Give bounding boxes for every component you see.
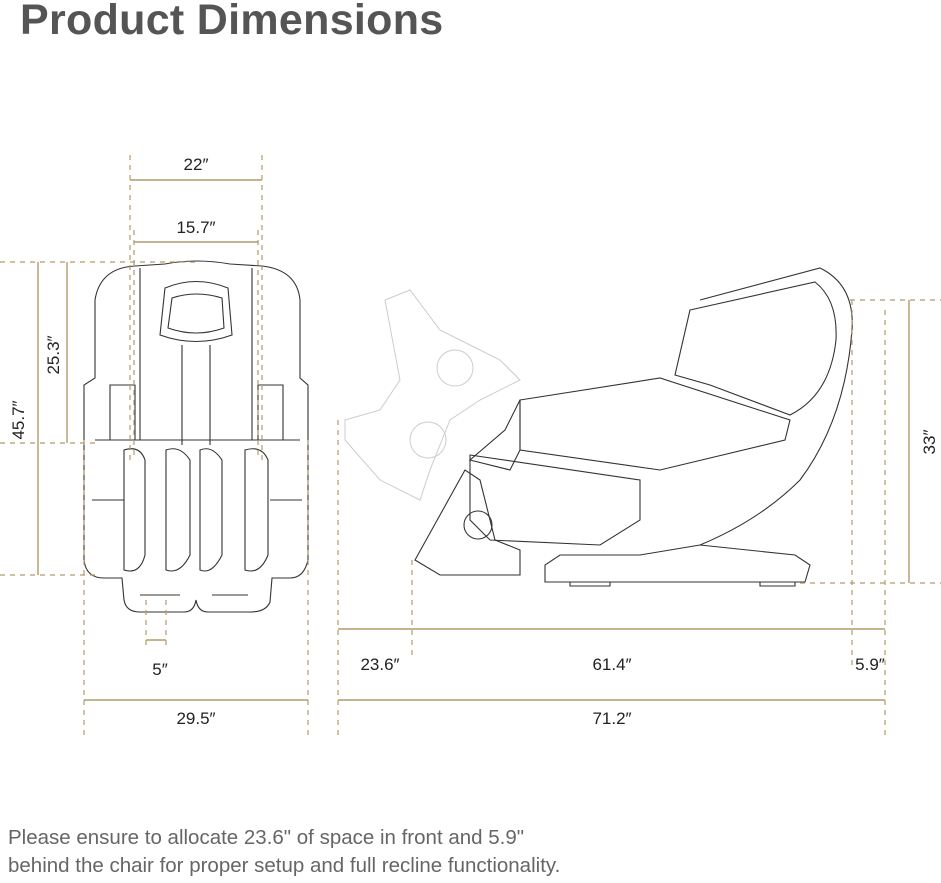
side-view-chair (414, 267, 853, 587)
reclined-length-label: 61.4″ (592, 655, 631, 674)
leg-gap-label: 5″ (152, 660, 167, 679)
side-view-reclined-ghost (344, 289, 521, 501)
seat-width-label: 15.7″ (176, 218, 215, 237)
setup-note: Please ensure to allocate 23.6" of space… (8, 824, 560, 880)
rear-clearance-label: 5.9″ (855, 655, 885, 674)
overall-width-label: 22″ (184, 155, 209, 174)
setup-note-line-2: behind the chair for proper setup and fu… (8, 854, 561, 877)
total-length-label: 71.2″ (592, 709, 631, 728)
total-height-label: 45.7″ (9, 400, 28, 439)
page-title: Product Dimensions (20, 0, 444, 44)
backrest-height-label: 25.3″ (44, 335, 63, 374)
front-view-chair (83, 260, 309, 613)
side-view-dimensions (337, 299, 941, 738)
front-view-dimensions (0, 155, 309, 738)
front-clearance-label: 23.6″ (360, 655, 399, 674)
side-height-label: 33″ (920, 430, 939, 455)
base-width-label: 29.5″ (176, 709, 215, 728)
setup-note-line-1: Please ensure to allocate 23.6" of space… (8, 826, 525, 849)
